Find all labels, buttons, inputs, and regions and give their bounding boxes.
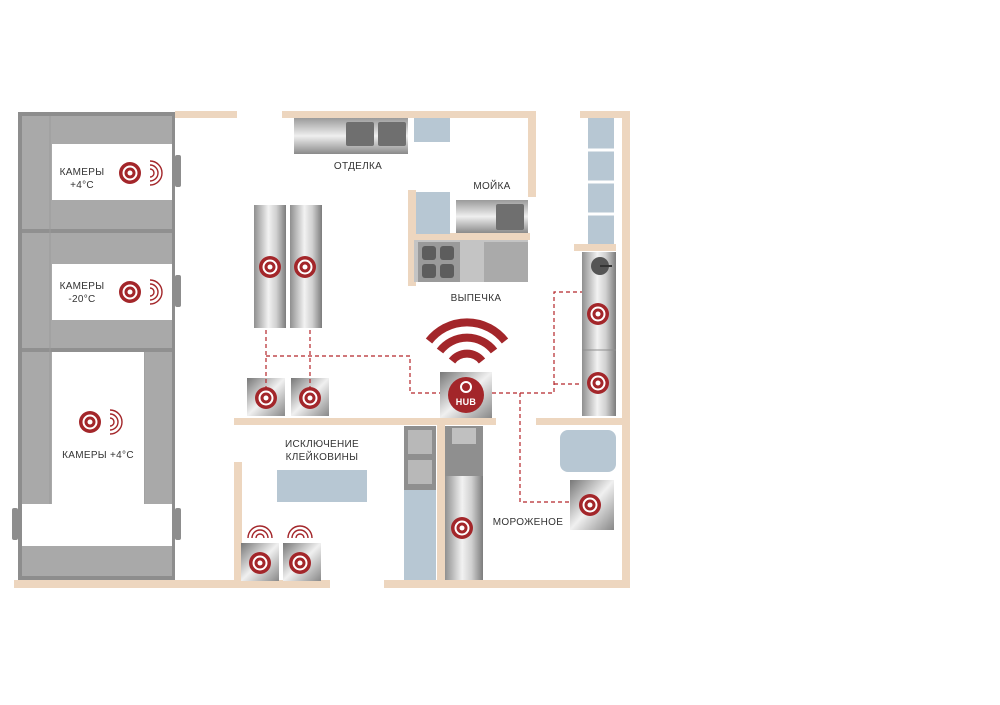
- hub-icon: [448, 377, 484, 413]
- temperature-sensor-icon: [451, 517, 473, 539]
- temperature-sensor-icon: [579, 494, 601, 516]
- temperature-sensor-icon: [289, 552, 311, 574]
- hub-label: HUB: [455, 397, 477, 407]
- baking-area: [414, 240, 528, 282]
- temperature-sensor-icon: [587, 372, 609, 394]
- chambers-block: [12, 112, 181, 580]
- exclusion-label-line1: ИСКЛЮЧЕНИЕ: [285, 439, 359, 450]
- sensor-links: [265, 291, 582, 503]
- ice-cream-label: МОРОЖЕНОЕ: [492, 517, 564, 528]
- wireless-signal-icon: [149, 279, 163, 305]
- chamber-middle-label: КАМЕРЫ -20°C: [59, 281, 105, 305]
- chamber-top-label: КАМЕРЫ +4°C: [59, 167, 105, 191]
- wireless-signal-icon: [109, 409, 123, 435]
- exclusion-label: ИСКЛЮЧЕНИЕ КЛЕЙКОВИНЫ: [274, 438, 370, 464]
- wireless-signal-icon: [287, 525, 313, 539]
- washing-area: [416, 192, 528, 234]
- wireless-signal-icon: [247, 525, 273, 539]
- temperature-sensor-icon: [255, 387, 277, 409]
- finishing-counter: [294, 118, 450, 154]
- signal-waves: [109, 160, 313, 539]
- temperature-sensor-icon: [79, 411, 101, 433]
- temperature-sensor-icon: [294, 256, 316, 278]
- hub-wireless-icon: [425, 318, 509, 364]
- temperature-sensor-icon: [119, 162, 141, 184]
- gluten-free-table: [277, 470, 367, 502]
- temperature-sensor-icon: [299, 387, 321, 409]
- temperature-sensor-icon: [587, 303, 609, 325]
- exclusion-label-line2: КЛЕЙКОВИНЫ: [285, 452, 359, 463]
- finishing-label: ОТДЕЛКА: [333, 161, 383, 172]
- washing-label: МОЙКА: [473, 181, 511, 192]
- walls: [14, 111, 630, 588]
- right-column: [560, 118, 616, 530]
- sensors: [79, 162, 609, 574]
- temperature-sensor-icon: [119, 281, 141, 303]
- chamber-bottom-label: КАМЕРЫ +4°C: [62, 450, 134, 461]
- baking-label: ВЫПЕЧКА: [450, 293, 502, 304]
- wireless-signal-icon: [149, 160, 163, 186]
- temperature-sensor-icon: [259, 256, 281, 278]
- temperature-sensor-icon: [249, 552, 271, 574]
